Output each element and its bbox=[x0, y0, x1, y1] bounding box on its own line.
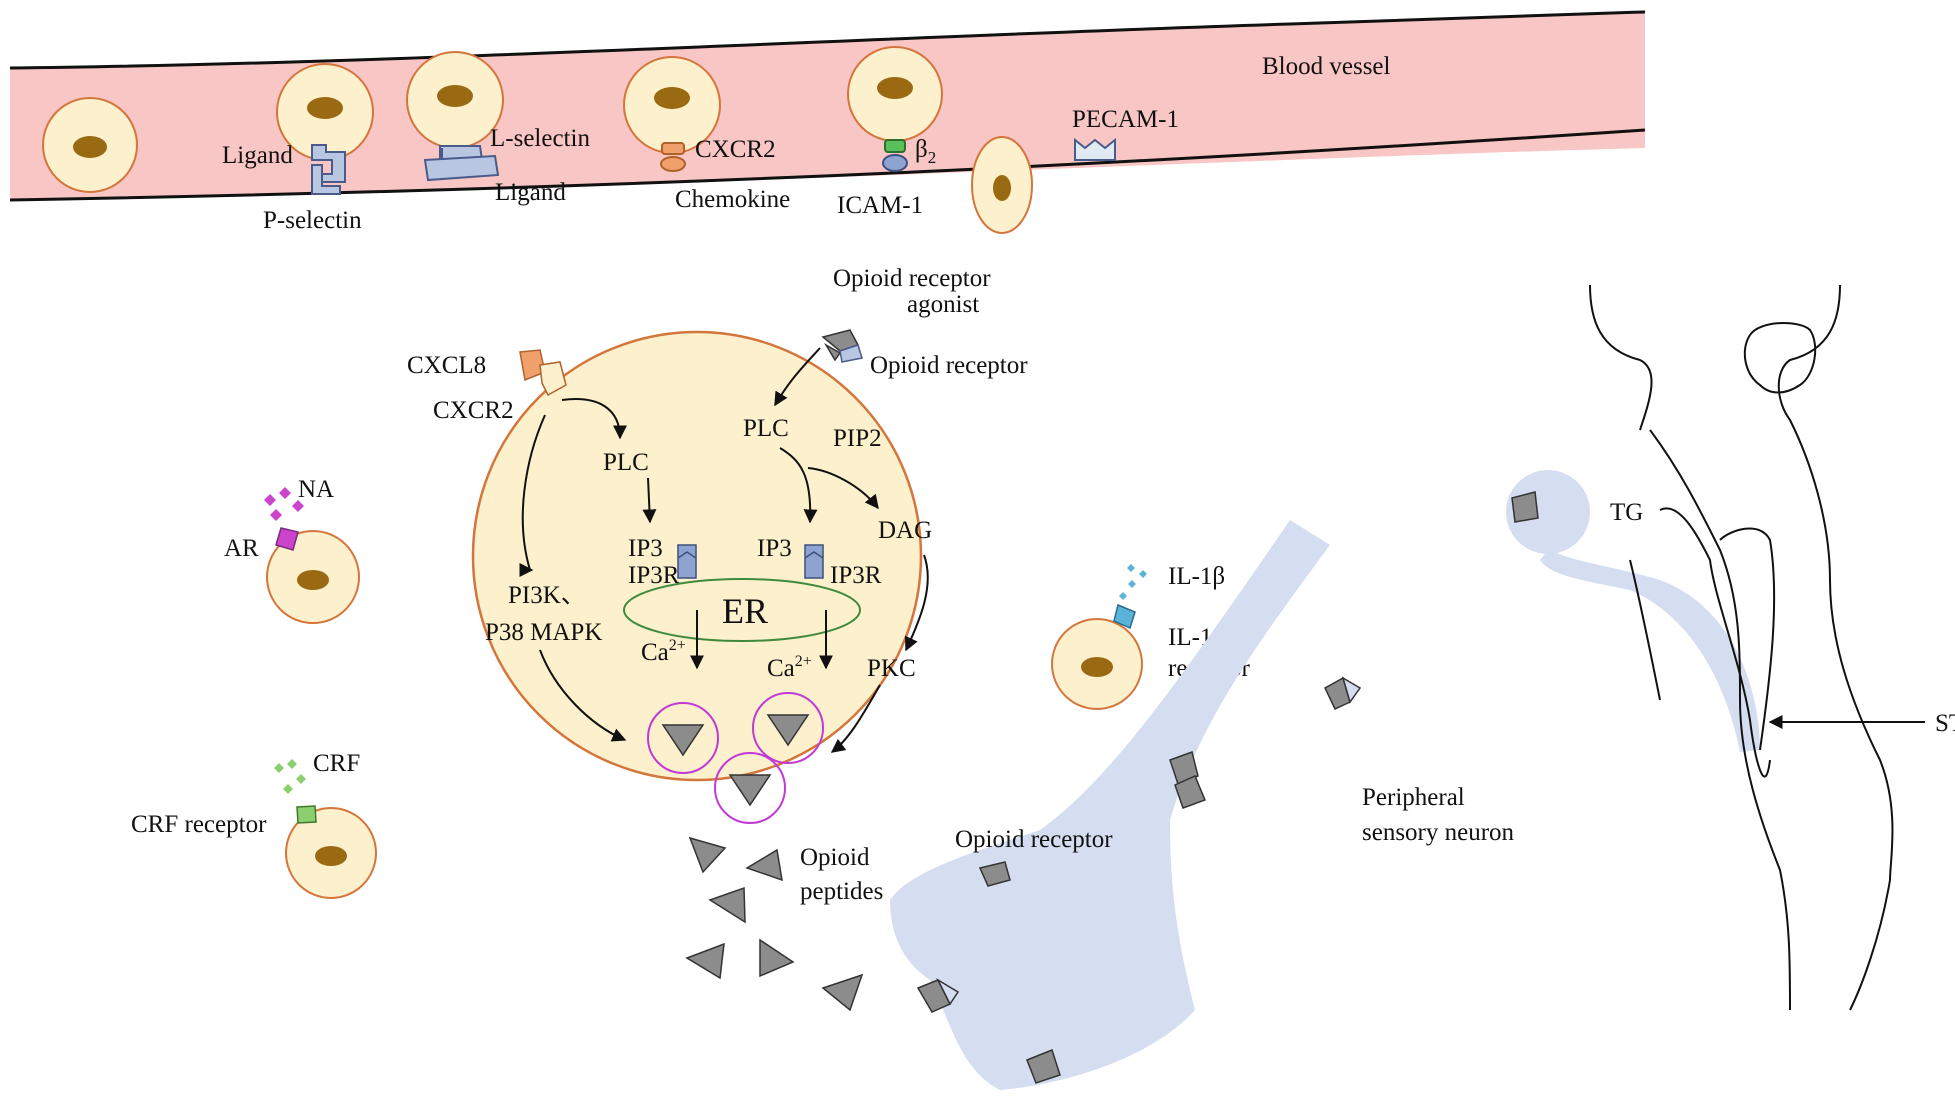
icam1-label: ICAM-1 bbox=[837, 192, 923, 219]
stn-label: STN bbox=[1935, 710, 1955, 737]
vesicle-3 bbox=[714, 752, 786, 824]
pip2-label: PIP2 bbox=[833, 425, 882, 452]
ligand-label-1: Ligand bbox=[222, 142, 293, 169]
peripheral-label-line1: Peripheral bbox=[1362, 784, 1465, 811]
plc-right-label: PLC bbox=[743, 415, 789, 442]
leukocyte-p-selectin bbox=[276, 63, 374, 161]
pi3k-label: PI3K、 bbox=[508, 582, 586, 609]
blood-vessel-label: Blood vessel bbox=[1262, 53, 1391, 80]
ip3r-right-icon bbox=[804, 544, 824, 579]
vesicle-2 bbox=[752, 692, 824, 764]
l-selectin-ligand-pair bbox=[423, 145, 500, 182]
opioid-agonist-label-line2: agonist bbox=[907, 291, 979, 318]
ca-right-label: Ca2+ bbox=[767, 653, 812, 682]
peripheral-label-line2: sensory neuron bbox=[1362, 819, 1515, 846]
leukocyte-transmigrating bbox=[971, 136, 1033, 234]
l-selectin-label: L-selectin bbox=[490, 125, 590, 152]
ip3-left-label: IP3 bbox=[628, 535, 663, 562]
pecam1-label: PECAM-1 bbox=[1072, 106, 1179, 133]
dag-label: DAG bbox=[878, 517, 932, 544]
vessel-wall-bottom bbox=[9, 128, 1646, 202]
free-opioid-peptides bbox=[685, 836, 864, 1012]
opioid-peptides-label-line1: Opioid bbox=[800, 844, 870, 871]
cxcr2-cell-label: CXCR2 bbox=[433, 397, 514, 424]
p38-label: P38 MAPK bbox=[485, 619, 602, 646]
vesicle-1 bbox=[647, 702, 719, 774]
ip3r-right-label: IP3R bbox=[830, 562, 882, 589]
il1b-label: IL-1β bbox=[1168, 563, 1225, 590]
opioid-receptor-top-icon bbox=[821, 329, 863, 363]
plc-left-label: PLC bbox=[603, 449, 649, 476]
pecam1-receptor bbox=[1074, 137, 1116, 161]
na-ar-cell bbox=[264, 487, 360, 624]
cxcl8-cxcr2-icon bbox=[519, 349, 567, 397]
signaling-arrows bbox=[519, 347, 929, 753]
blood-vessel: Blood vessel bbox=[9, 10, 1646, 202]
opioid-receptor-neuron-label: Opioid receptor bbox=[955, 826, 1113, 853]
cxcr2-vessel-label: CXCR2 bbox=[695, 136, 776, 163]
beta2-label: β2 bbox=[915, 136, 936, 167]
p-selectin-label: P-selectin bbox=[263, 207, 362, 234]
chemokine-label: Chemokine bbox=[675, 186, 790, 213]
beta2-icam1-pair bbox=[882, 139, 908, 172]
opioid-peptides-label-line2: peptides bbox=[800, 878, 883, 905]
opioid-receptor-neuron-icons bbox=[916, 491, 1539, 1084]
leukocyte-rolling-1 bbox=[42, 97, 138, 193]
tg-label: TG bbox=[1610, 499, 1643, 526]
ip3-right-label: IP3 bbox=[757, 535, 792, 562]
peripheral-sensory-neuron bbox=[890, 470, 1760, 1090]
endoplasmic-reticulum bbox=[623, 578, 861, 642]
leukocyte-l-selectin bbox=[406, 51, 504, 149]
ligand-label-2: Ligand bbox=[495, 179, 566, 206]
opioid-agonist-label-line1: Opioid receptor bbox=[833, 265, 991, 292]
leukocyte-icam1 bbox=[847, 46, 943, 142]
er-label: ER bbox=[722, 591, 768, 631]
p-selectin-ligand-pair bbox=[311, 144, 346, 195]
il1b-cell bbox=[1051, 564, 1147, 710]
pkc-label: PKC bbox=[867, 655, 916, 682]
crf-receptor-label: CRF receptor bbox=[131, 811, 267, 838]
cxcl8-label: CXCL8 bbox=[407, 352, 486, 379]
brainstem-outline bbox=[1589, 284, 1894, 1011]
ca-left-label: Ca2+ bbox=[641, 637, 686, 666]
ar-label: AR bbox=[224, 535, 259, 562]
leukocyte-cxcr2 bbox=[623, 56, 721, 154]
opioid-receptor-top-label: Opioid receptor bbox=[870, 352, 1028, 379]
cxcr2-chemokine-pair bbox=[660, 142, 686, 172]
na-label: NA bbox=[298, 476, 334, 503]
crf-label: CRF bbox=[313, 750, 360, 777]
crf-cell bbox=[274, 759, 377, 899]
ip3r-left-icon bbox=[677, 544, 697, 579]
immune-cell-main bbox=[471, 330, 923, 782]
vessel-wall-top bbox=[9, 10, 1646, 70]
